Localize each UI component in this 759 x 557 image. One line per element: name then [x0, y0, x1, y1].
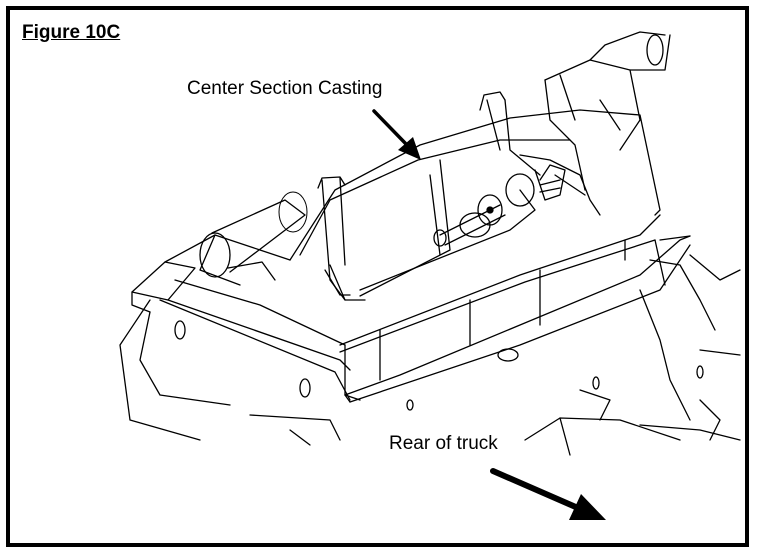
- figure-title: Figure 10C: [22, 22, 120, 44]
- front-bar: [345, 236, 690, 402]
- spring-latch: [318, 92, 565, 300]
- center-section-arrow: [374, 111, 421, 160]
- center-section-casting: [290, 110, 660, 400]
- rear-of-truck-arrow: [493, 471, 606, 520]
- base-plate: [165, 235, 350, 370]
- center-section-label: Center Section Casting: [187, 78, 382, 100]
- right-frame-rail: [407, 255, 740, 455]
- rear-of-truck-label: Rear of truck: [387, 433, 500, 455]
- left-frame-rail: [120, 262, 350, 445]
